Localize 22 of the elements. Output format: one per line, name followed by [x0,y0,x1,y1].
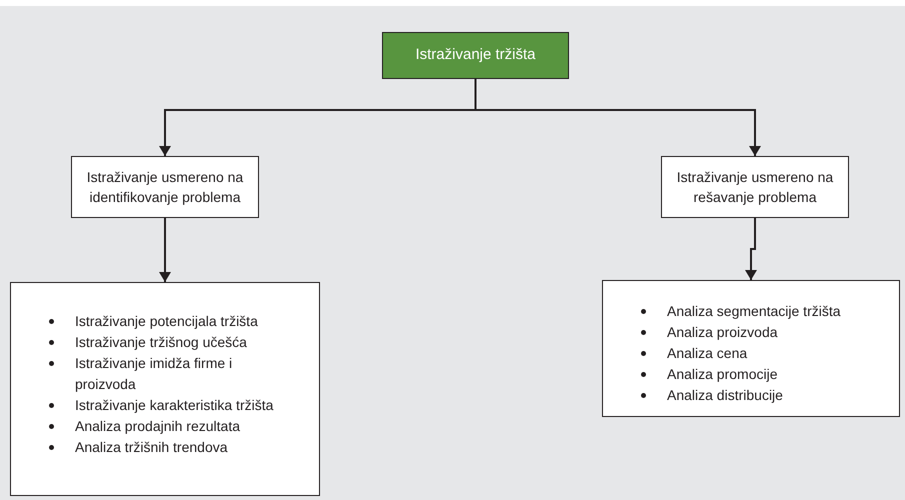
list-item: Istraživanje karakteristika tržišta [75,396,274,415]
arrow [745,218,757,280]
list-item: Analiza proizvoda [667,323,778,342]
list-box [602,280,900,417]
list-item: Istraživanje imidža firme i proizvoda [75,354,234,394]
process-box [71,156,259,218]
arrow [474,79,761,156]
list-item: Analiza cena [667,344,748,363]
box-text: Istraživanje usmereno na identifikovanje problema [86,168,244,207]
list-box [10,282,320,496]
list-item: Analiza tržišnih trendova [75,438,228,457]
list-item: Analiza prodajnih rezultata [75,417,240,436]
list-item: Analiza segmentacije tržišta [667,302,841,321]
box-text: Istraživanje usmereno na rešavanje problema [676,168,834,207]
list-item: Analiza distribucije [667,386,783,405]
process-box [382,32,569,79]
list-item: Istraživanje potencijala tržišta [75,312,258,331]
list-item: Istraživanje tržišnog učešća [75,333,247,352]
arrow [159,218,171,282]
list-item: Analiza promocije [667,365,778,384]
process-box [661,156,849,218]
box-title: Istraživanje tržišta [415,45,536,66]
